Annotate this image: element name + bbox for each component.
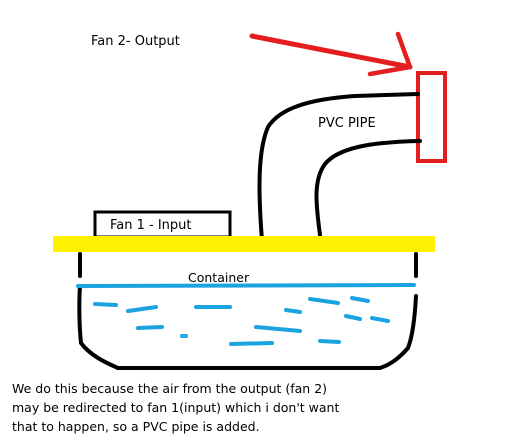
water-dashes	[93, 296, 390, 346]
container-left-wall	[77, 252, 120, 370]
arrow-right-icon	[249, 31, 413, 77]
pvc-pipe-label: PVC PIPE	[318, 116, 376, 131]
pvc-pipe-outer-wall	[257, 92, 420, 242]
container-lid	[53, 236, 435, 252]
caption-line: that to happen, so a PVC pipe is added.	[12, 419, 260, 434]
fan2-output-box	[416, 71, 447, 163]
container-right-wall	[378, 252, 418, 370]
caption-line: may be redirected to fan 1(input) which …	[12, 400, 340, 415]
fan2-output-label: Fan 2- Output	[91, 34, 180, 49]
caption-line: We do this because the air from the outp…	[12, 381, 328, 396]
pvc-pipe-inner-wall	[314, 139, 422, 237]
fan1-input-label: Fan 1 - Input	[110, 218, 192, 233]
container-label: Container	[188, 270, 250, 285]
water-surface-line	[76, 283, 416, 288]
caption: We do this because the air from the outp…	[12, 379, 512, 436]
fan1-input-box	[93, 210, 232, 239]
